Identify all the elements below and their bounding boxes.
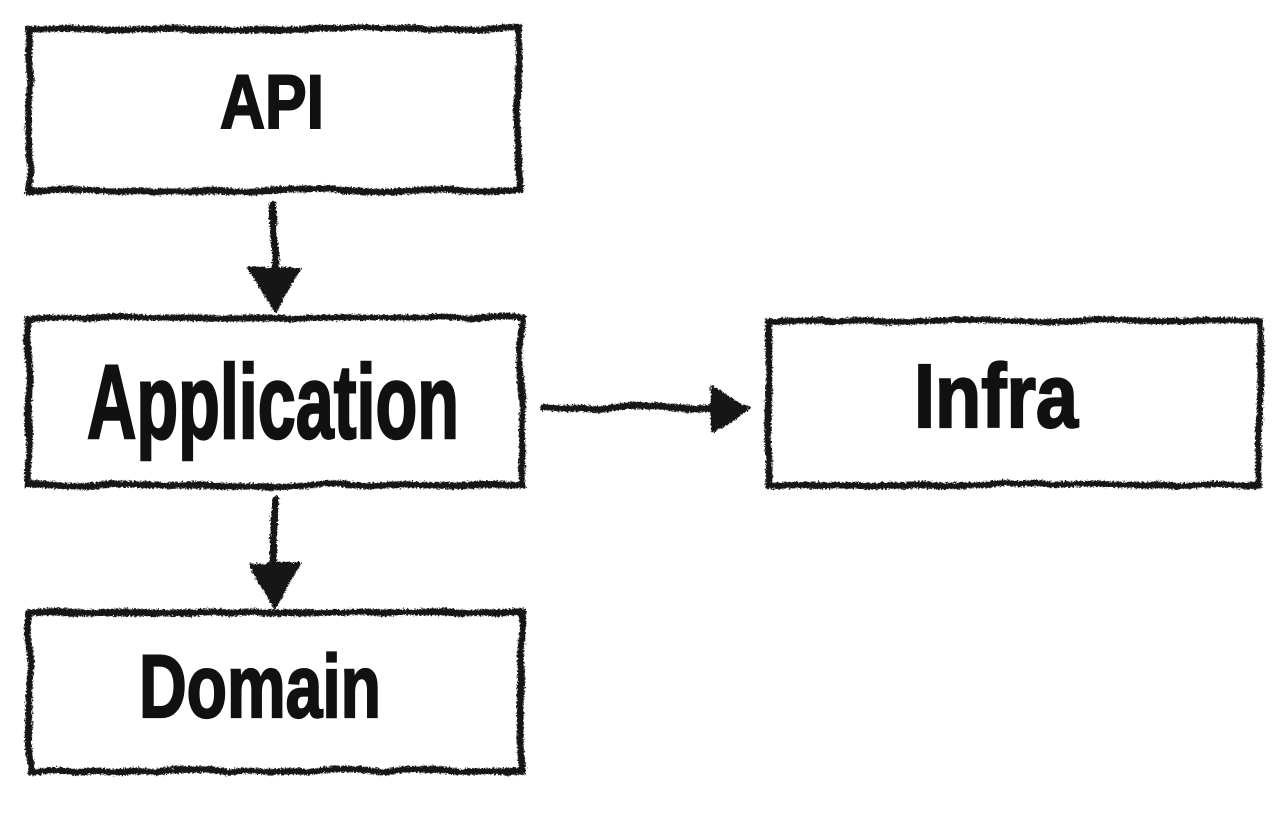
domain-node-label: Domain xyxy=(139,636,381,736)
infra-node-box xyxy=(762,315,1262,487)
arrow-application-to-domain-head-icon xyxy=(247,561,299,607)
sketch-strokes xyxy=(23,23,1262,773)
application-node-label: Application xyxy=(87,344,459,461)
arrow-application-to-infra-shaft xyxy=(538,402,716,411)
api-node-label: API xyxy=(220,60,324,145)
application-node-box xyxy=(23,312,524,488)
infra-node-label: Infra xyxy=(914,347,1079,447)
domain-node-box xyxy=(24,606,524,773)
arrow-api-to-application-head-icon xyxy=(247,265,299,311)
api-node-box xyxy=(24,23,521,193)
arrow-application-to-infra-head-icon xyxy=(708,383,749,431)
